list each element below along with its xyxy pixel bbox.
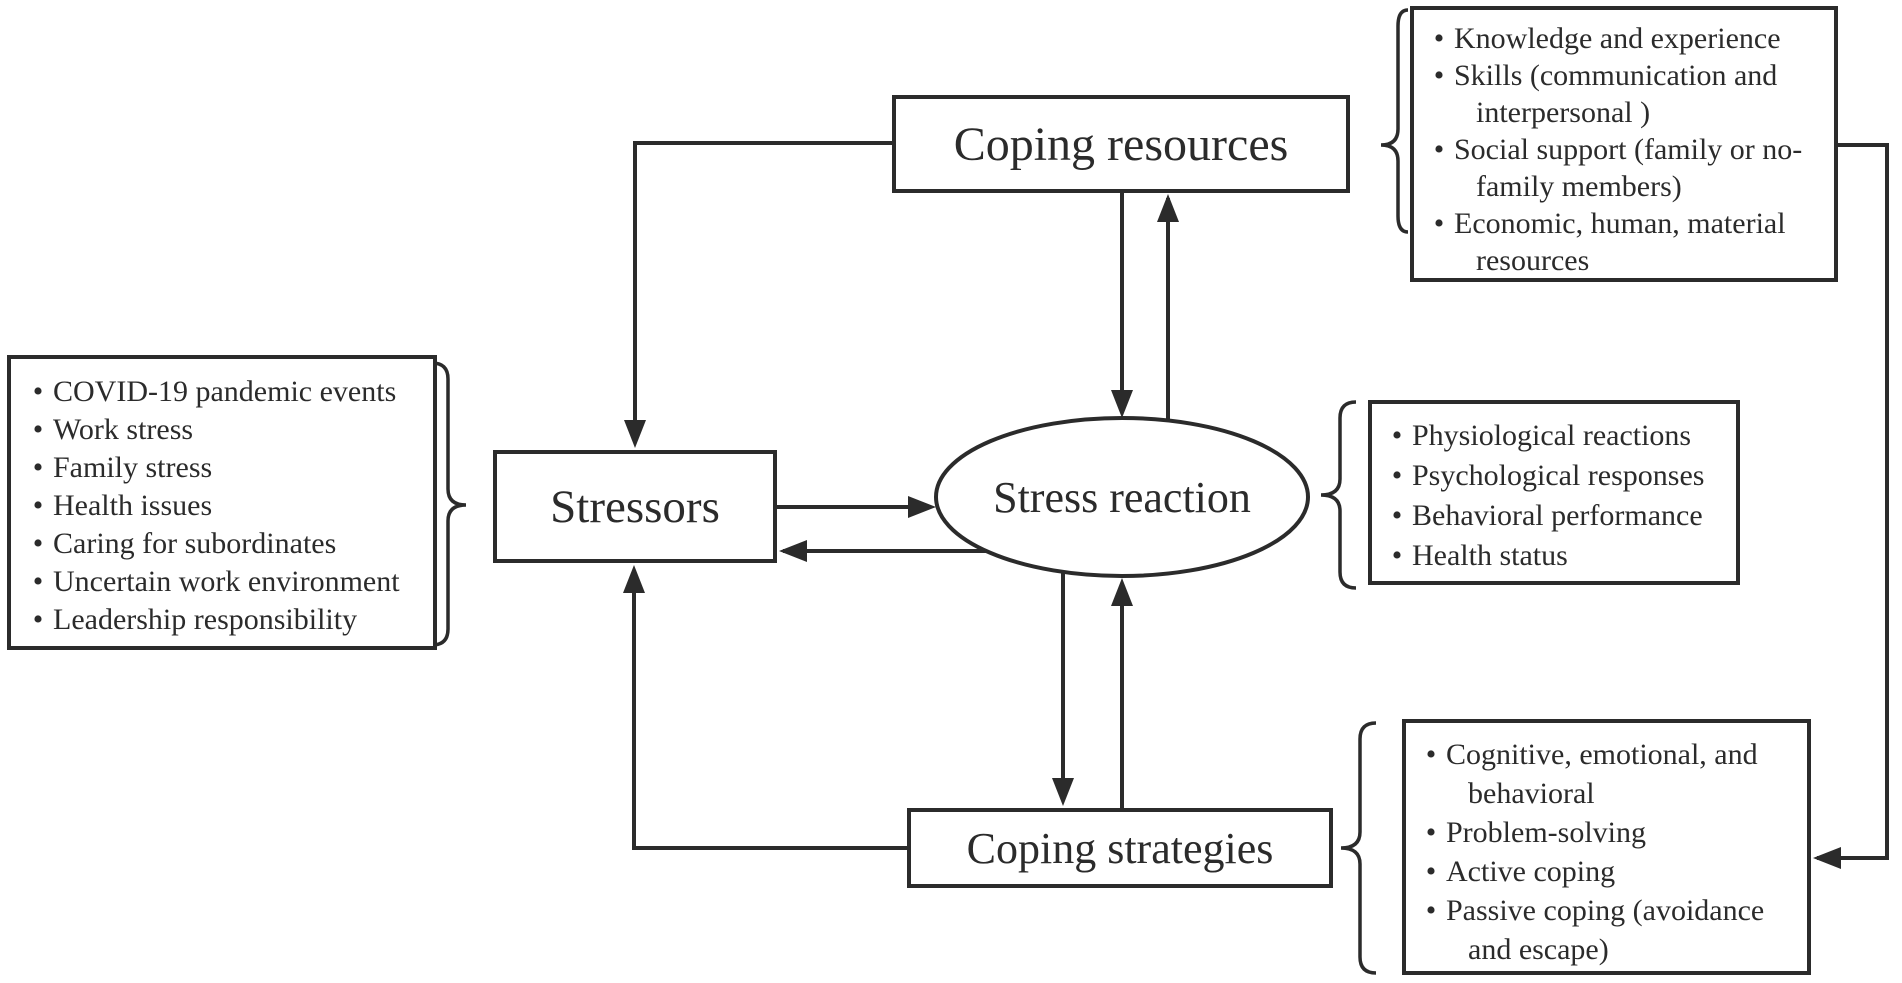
coping-resources-examples-box: • Knowledge and experience • Skills (com…	[1410, 6, 1838, 282]
list-item: • Family stress	[23, 449, 429, 487]
bullet-icon: •	[32, 375, 44, 408]
list-item: • Work stress	[23, 411, 429, 449]
bullet-icon: •	[1391, 419, 1403, 452]
bullet-icon: •	[32, 565, 44, 598]
node-stressors-label: Stressors	[550, 480, 720, 533]
node-stressors: Stressors	[493, 450, 777, 563]
node-coping-strategies: Coping strategies	[907, 808, 1333, 888]
arrowhead-into-coping-resources-bottom	[1157, 194, 1179, 222]
list-item: • Economic, human, material resources	[1424, 205, 1826, 279]
line-coping-resources-to-stressors	[633, 141, 892, 442]
bullet-icon: •	[1433, 22, 1445, 55]
bullet-icon: •	[32, 451, 44, 484]
bullet-icon: •	[1433, 207, 1445, 240]
arrowhead-into-stressors-top	[624, 420, 646, 448]
bullet-icon: •	[32, 603, 44, 636]
node-coping-resources-label: Coping resources	[953, 117, 1289, 171]
coping-resources-examples-list: • Knowledge and experience • Skills (com…	[1424, 20, 1826, 279]
coping-strategies-examples-box: • Cognitive, emotional, and behavioral •…	[1402, 719, 1811, 975]
list-item: • Passive coping (avoidance and escape)	[1416, 891, 1803, 969]
stress-reaction-examples-list: • Physiological reactions • Psychologica…	[1382, 416, 1732, 576]
list-item: • Physiological reactions	[1382, 416, 1732, 456]
arrowhead-into-stressors-bottom	[623, 565, 645, 593]
coping-strategies-examples-list: • Cognitive, emotional, and behavioral •…	[1416, 735, 1803, 969]
node-stress-reaction: Stress reaction	[936, 468, 1308, 526]
bullet-icon: •	[1391, 499, 1403, 532]
arrowhead-into-stressors-right	[779, 540, 807, 562]
list-item: • Health status	[1382, 536, 1732, 576]
list-item: • Active coping	[1416, 852, 1803, 891]
bullet-icon: •	[32, 527, 44, 560]
stressor-examples-list: • COVID-19 pandemic events • Work stress…	[23, 373, 429, 639]
list-item: • Behavioral performance	[1382, 496, 1732, 536]
line-resources-list-to-strategies-list	[1817, 143, 1889, 860]
bullet-icon: •	[1425, 738, 1437, 771]
list-item: • Social support (family or no-family me…	[1424, 131, 1826, 205]
arrowhead-into-coping-strategies-top	[1052, 778, 1074, 806]
bullet-icon: •	[1425, 855, 1437, 888]
list-item: • Skills (communication and interpersona…	[1424, 57, 1826, 131]
bullet-icon: •	[1425, 816, 1437, 849]
arrowhead-into-strategies-list-right	[1813, 847, 1841, 869]
brace-stress-reaction-list	[1320, 400, 1357, 590]
list-item: • COVID-19 pandemic events	[23, 373, 429, 411]
arrowhead-into-stress-reaction-bottom	[1111, 578, 1133, 606]
line-coping-strategies-to-stressors	[632, 570, 907, 850]
arrowhead-into-stress-reaction-left	[908, 496, 936, 518]
node-stress-reaction-label: Stress reaction	[993, 472, 1251, 522]
list-item: • Problem-solving	[1416, 813, 1803, 852]
bullet-icon: •	[32, 489, 44, 522]
node-coping-strategies-label: Coping strategies	[966, 823, 1274, 873]
brace-stressors-list	[431, 361, 467, 647]
arrowhead-into-stress-reaction-top	[1111, 390, 1133, 418]
list-item: • Psychological responses	[1382, 456, 1732, 496]
list-item: • Health issues	[23, 487, 429, 525]
bullet-icon: •	[1433, 59, 1445, 92]
bullet-icon: •	[1391, 459, 1403, 492]
list-item: • Cognitive, emotional, and behavioral	[1416, 735, 1803, 813]
list-item: • Caring for subordinates	[23, 525, 429, 563]
brace-coping-resources-list	[1380, 8, 1409, 234]
stressor-examples-box: • COVID-19 pandemic events • Work stress…	[7, 355, 437, 650]
bullet-icon: •	[1425, 894, 1437, 927]
list-item: • Uncertain work environment	[23, 563, 429, 601]
list-item: • Knowledge and experience	[1424, 20, 1826, 57]
stress-reaction-examples-box: • Physiological reactions • Psychologica…	[1368, 400, 1740, 585]
list-item: • Leadership responsibility	[23, 601, 429, 639]
brace-coping-strategies-list	[1340, 721, 1377, 975]
bullet-icon: •	[32, 413, 44, 446]
node-coping-resources: Coping resources	[892, 95, 1350, 193]
bullet-icon: •	[1433, 133, 1445, 166]
bullet-icon: •	[1391, 539, 1403, 572]
